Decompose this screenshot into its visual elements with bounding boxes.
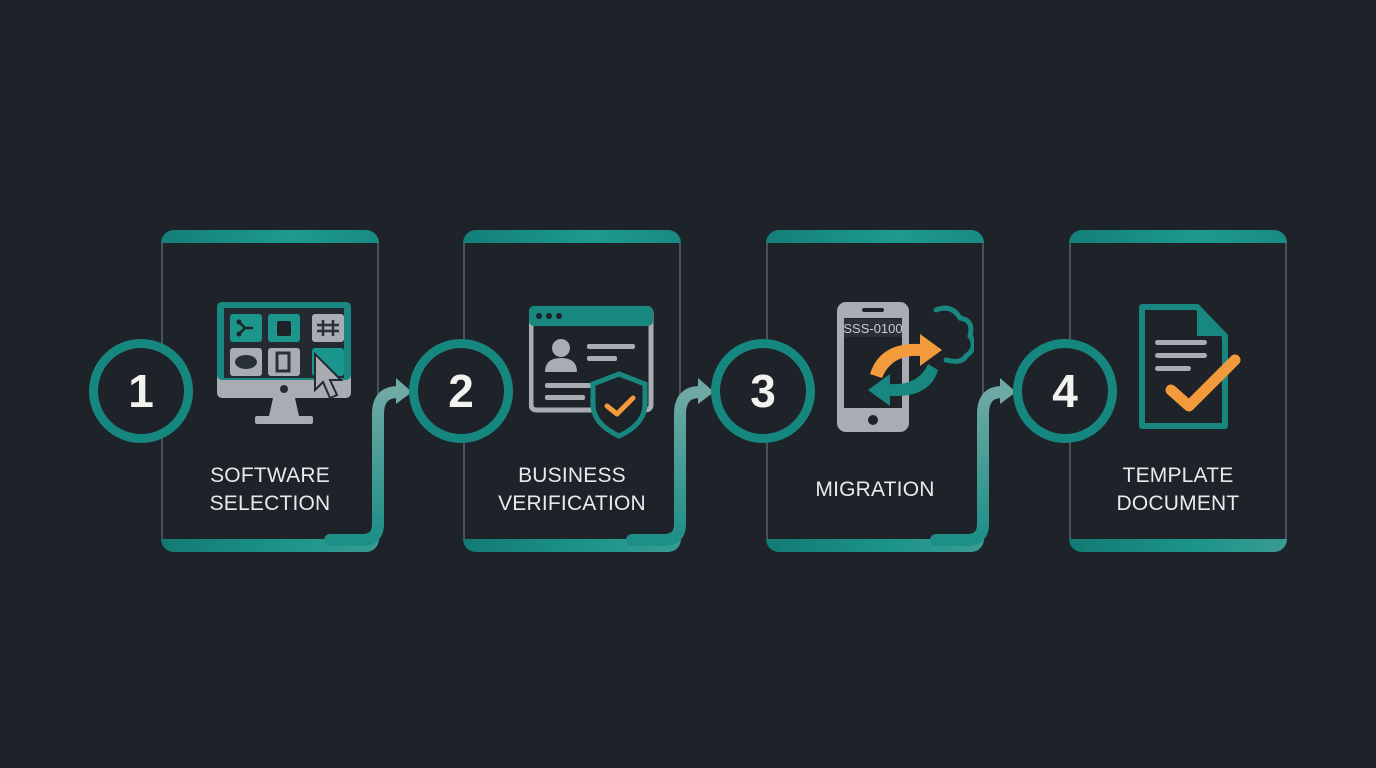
- card-top-accent: [766, 230, 984, 243]
- document-check-icon: [1137, 302, 1247, 437]
- phone-cloud-sync-icon: SSS-0100: [834, 298, 976, 443]
- card-top-accent: [1069, 230, 1287, 243]
- card-bottom-accent: [463, 539, 681, 552]
- step-number-badge-2: 2: [409, 339, 513, 443]
- step-title-line2: SELECTION: [209, 492, 331, 515]
- card-bottom-accent: [161, 539, 379, 552]
- step-title-line2: VERIFICATION: [498, 492, 646, 515]
- step-title-line1: BUSINESS: [518, 464, 626, 487]
- step-number-badge-1: 1: [89, 339, 193, 443]
- phone-number-text: SSS-0100: [843, 321, 902, 336]
- monitor-app-grid-icon: [215, 300, 355, 437]
- step-number-badge-3: 3: [711, 339, 815, 443]
- step-title-line1: MIGRATION: [815, 478, 935, 501]
- card-bottom-accent: [766, 539, 984, 552]
- step-title-line1: TEMPLATE: [1122, 464, 1234, 487]
- step-card-software-selection: SOFTWARE SELECTION: [161, 230, 379, 552]
- id-card-shield-check-icon: [528, 305, 655, 445]
- card-top-accent: [463, 230, 681, 243]
- step-title-line2: DOCUMENT: [1116, 492, 1240, 515]
- card-top-accent: [161, 230, 379, 243]
- step-number-badge-4: 4: [1013, 339, 1117, 443]
- card-bottom-accent: [1069, 539, 1287, 552]
- step-title-line1: SOFTWARE: [210, 464, 330, 487]
